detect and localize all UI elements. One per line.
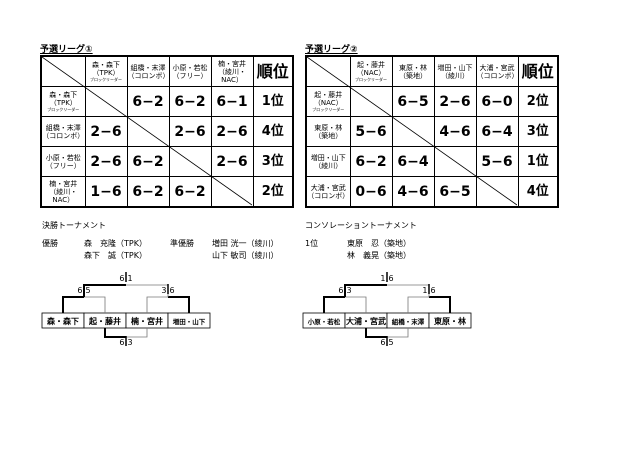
score-right: 3 [347,286,352,295]
winner-label: 優勝 [42,239,58,248]
rank-header-text: 順位 [521,61,554,81]
score-left: 6 [380,338,385,347]
bracket-line [104,328,126,338]
rank-text: 1位 [526,153,549,169]
rank-cell: 1位 [252,86,294,117]
winner-player2: 森下 誠（TPK） [84,251,147,260]
consolation-winner-player1: 東原 忍（築地） [347,239,411,248]
score-right: 6 [431,286,436,295]
bracket-line [146,296,168,313]
score-right: 3 [128,338,133,347]
score-right: 5 [86,286,91,295]
final-title: 決勝トーナメント [42,221,106,230]
score-left: 6 [119,274,124,283]
team-name: 東原・林 [434,316,466,326]
score-right: 6 [170,286,175,295]
rank-header-text: 順位 [256,61,289,81]
league2-title: 予選リーグ② [305,45,358,55]
score-right: 1 [128,274,133,283]
rank-text: 2位 [261,183,284,199]
bracket-line [407,296,429,313]
rank-text: 3位 [261,153,284,169]
rank-cell: 4位 [517,176,559,208]
rank-text: 4位 [261,123,284,139]
winner-player1: 森 充隆（TPK） [84,239,147,248]
team-name: 起・藤井 [88,316,121,326]
runner-label: 準優勝 [170,239,194,248]
score-right: 5 [389,338,394,347]
bracket-line [62,296,84,313]
score-left: 1 [422,286,427,295]
rank-text: 2位 [526,93,549,109]
rank-cell: 1位 [517,146,559,177]
bracket-line [387,328,409,338]
bracket-line [323,296,345,313]
team-name: 増田・山下 [173,317,206,326]
bracket-line [126,328,148,338]
score-right: 6 [389,274,394,283]
team-name: 小原・若松 [307,317,341,326]
consolation-title: コンソレーショントーナメント [305,221,417,230]
bracket-line [168,296,190,313]
team-name: 森・森下 [47,316,79,326]
rank-text: 1位 [261,93,284,109]
league1-title: 予選リーグ① [40,45,93,55]
runner-player2: 山下 敏司（綾川） [212,251,279,260]
runner-player1: 増田 洸一（綾川） [212,239,279,248]
rank-text: 4位 [526,183,549,199]
team-name: 大浦・宮武 [346,316,386,326]
rank-header: 順位 [252,55,294,87]
bracket-line [345,296,367,313]
consolation-winner-label: 1位 [305,239,319,248]
rank-cell: 2位 [517,86,559,117]
bracket-line [84,296,106,313]
rank-cell: 2位 [252,176,294,208]
rank-header: 順位 [517,55,559,87]
bracket-line [365,328,387,338]
consolation-winner-player2: 林 義晃（築地） [347,251,411,260]
bracket-line [429,296,451,313]
score-left: 6 [338,286,343,295]
score-left: 6 [77,286,82,295]
team-name: 楠・宮井 [130,316,163,326]
score-left: 3 [161,286,166,295]
score-left: 1 [380,274,385,283]
score-left: 6 [119,338,124,347]
team-name: 組橋・末澤 [392,317,425,326]
rank-cell: 3位 [252,146,294,177]
rank-text: 3位 [526,123,549,139]
